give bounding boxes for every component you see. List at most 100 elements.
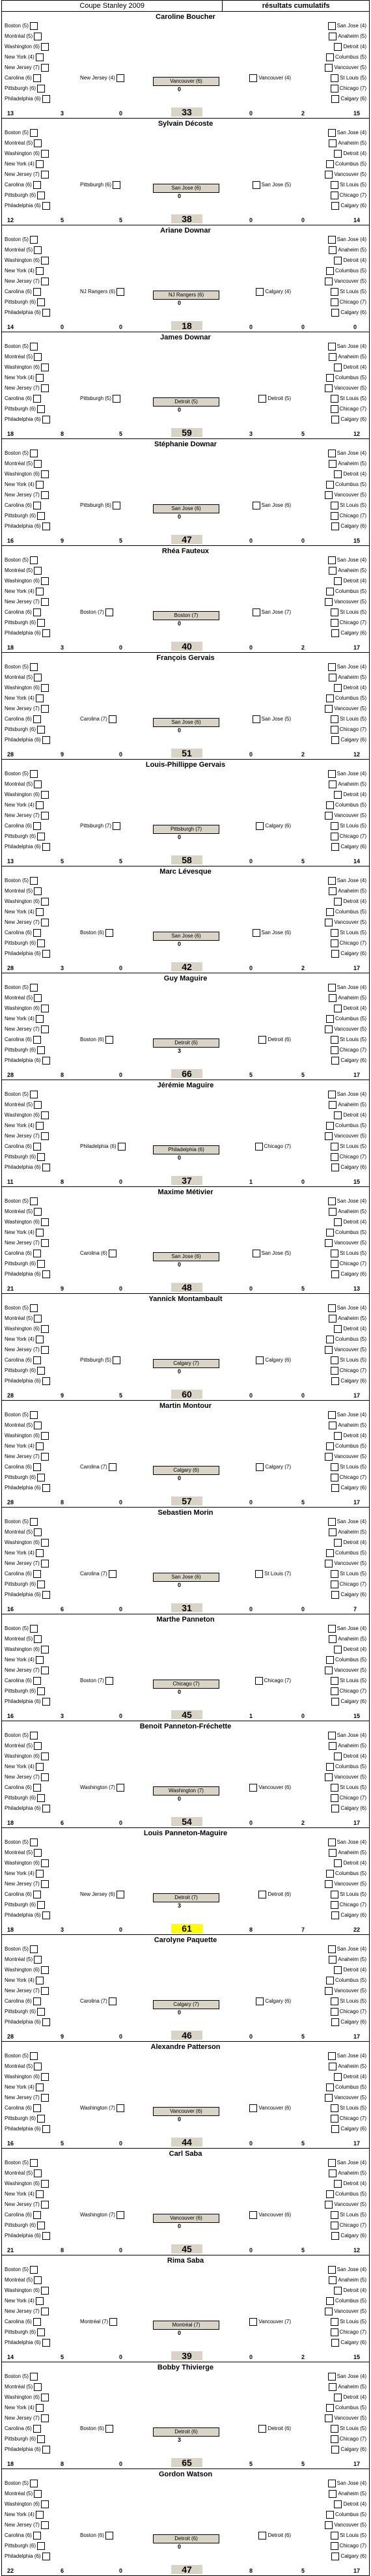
round-total: 2 <box>301 2354 305 2360</box>
team-label: Pittsburgh (6) <box>5 2329 36 2336</box>
pick-box <box>42 629 50 637</box>
west-final: San Jose (5) <box>251 715 291 723</box>
pick-box <box>37 939 46 947</box>
pick-box <box>35 588 44 595</box>
team-label: Carolina (6) <box>5 609 32 616</box>
pick-box <box>330 939 338 947</box>
west-team: San Jose (4) <box>327 1732 366 1739</box>
west-team: Columbus (5) <box>325 1549 366 1557</box>
pick-box <box>42 1270 50 1278</box>
east-team: New York (4) <box>5 1763 45 1771</box>
pick-box <box>29 236 38 244</box>
east-team: New Jersey (7) <box>5 1773 50 1781</box>
champion-pick: 0 <box>178 1689 182 1695</box>
person-name: Louis-Phillippe Gervais <box>145 761 226 769</box>
team-label: Philadelphia (6) <box>5 2553 41 2560</box>
team-label: New Jersey (7) <box>5 1667 40 1674</box>
east-team: Philadelphia (6) <box>5 1377 51 1385</box>
west-team: Columbus (5) <box>325 2297 366 2305</box>
west-team: St Louis (5) <box>329 1036 366 1044</box>
west-team: Columbus (5) <box>325 1122 366 1130</box>
person-name: Louis Panneton-Maguire <box>143 1829 228 1837</box>
pick-box <box>334 2394 342 2401</box>
person-bracket: Benoit Panneton-Fréchette Boston (5) Mon… <box>1 1721 370 1828</box>
west-team: Vancouver (5) <box>323 171 366 179</box>
pick-box <box>334 150 342 158</box>
team-label: Philadelphia (6) <box>5 203 41 209</box>
west-team: St Louis (5) <box>329 2104 366 2112</box>
west-team: St Louis (5) <box>329 1997 366 2005</box>
pick-box <box>334 898 342 906</box>
team-label: Columbus (5) <box>335 1229 366 1236</box>
west-team: San Jose (4) <box>327 2266 366 2274</box>
pick-box <box>34 460 42 468</box>
pick-box <box>37 192 46 199</box>
team-label: New York (4) <box>5 268 34 274</box>
total-score: 33 <box>171 107 202 117</box>
final-pick: Vancouver (6) <box>170 2108 202 2114</box>
pick-box <box>327 1625 336 1633</box>
round-total: 0 <box>301 1179 305 1185</box>
west-team: Anaheim (5) <box>327 780 366 788</box>
round-total: 3 <box>61 965 64 971</box>
round-total: 0 <box>249 2354 253 2360</box>
east-final: Washington (7) <box>80 1784 126 1792</box>
pick-box <box>330 512 338 520</box>
west-team: Columbus (5) <box>325 53 366 61</box>
pick-box <box>325 919 333 926</box>
west-team: Calgary (6) <box>330 1164 366 1171</box>
pick-box <box>329 994 337 1002</box>
east-team: New York (4) <box>5 1336 45 1343</box>
team-label: Anaheim (5) <box>338 1743 366 1749</box>
champion-pick: 0 <box>178 407 182 413</box>
pick-box <box>331 502 339 509</box>
pick-box <box>113 1356 121 1364</box>
west-team: Columbus (5) <box>325 694 366 702</box>
pick-box <box>34 2383 42 2391</box>
east-team: Montréal (5) <box>5 1956 43 1964</box>
pick-box <box>331 2339 340 2347</box>
pick-box <box>33 1250 41 1257</box>
final-pick: San Jose (6) <box>171 1253 201 1259</box>
round-total: 5 <box>119 431 123 437</box>
east-team: Philadelphia (6) <box>5 95 51 103</box>
person-name: Jérémie Maguire <box>157 1081 214 1089</box>
pick-box <box>37 1901 46 1909</box>
team-label: St Louis (5) <box>340 2105 366 2111</box>
east-team: New Jersey (7) <box>5 278 50 285</box>
team-label: Columbus (5) <box>335 161 366 167</box>
west-team: Anaheim (5) <box>327 1422 366 1429</box>
team-label: Boston (7) <box>80 609 104 616</box>
east-team: New Jersey (7) <box>5 705 50 713</box>
pick-box <box>329 2490 337 2498</box>
pick-box <box>330 2542 338 2550</box>
cup-final: Philadelphia (6) <box>153 1145 219 1154</box>
final-pick: Philadelphia (6) <box>168 1147 204 1152</box>
team-label: New Jersey (7) <box>5 1453 40 1460</box>
pick-box <box>325 1977 334 1984</box>
pick-box <box>334 1646 342 1653</box>
east-final: Boston (6) <box>80 929 115 937</box>
total-score: 48 <box>171 1283 202 1292</box>
west-team: St Louis (5) <box>329 181 366 189</box>
team-label: Vancouver (5) <box>334 2095 366 2101</box>
pick-box <box>40 2201 49 2209</box>
cup-final: Detroit (7) <box>153 1893 219 1902</box>
team-label: Boston (5) <box>5 2480 29 2487</box>
team-label: Chicago (7) <box>339 620 366 626</box>
east-team: Carolina (6) <box>5 1250 42 1257</box>
pick-box <box>327 22 336 30</box>
pick-box <box>327 2159 336 2167</box>
team-label: Columbus (5) <box>335 2298 366 2304</box>
pick-box <box>334 2180 342 2188</box>
west-team: Vancouver (5) <box>323 1453 366 1461</box>
pick-box <box>33 1143 41 1151</box>
team-label: Carolina (6) <box>5 1571 32 1577</box>
team-label: St Louis (5) <box>340 823 366 829</box>
pick-box <box>105 2425 113 2433</box>
pick-box <box>35 481 44 489</box>
round-total: 0 <box>119 2461 123 2467</box>
